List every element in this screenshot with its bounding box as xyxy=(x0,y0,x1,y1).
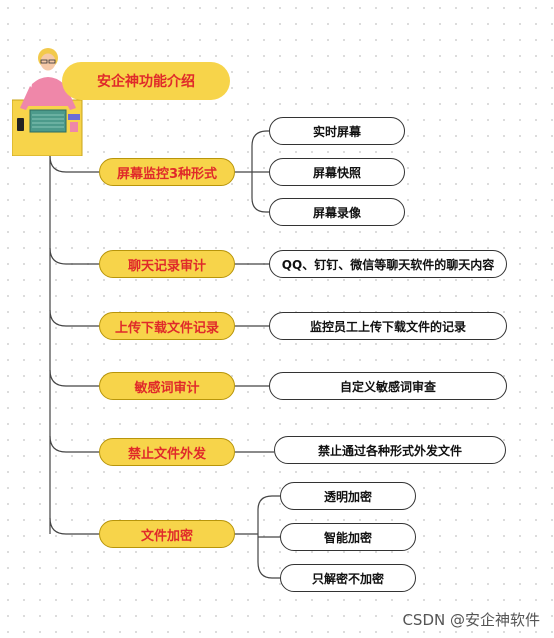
branch-line-4 xyxy=(49,435,99,453)
category-block-file-outgoing: 禁止文件外发 xyxy=(99,438,235,466)
leaf-custom-sensitive-words: 自定义敏感词审查 xyxy=(269,372,507,400)
category-chat-audit: 聊天记录审计 xyxy=(99,250,235,278)
leaf-transparent-encryption: 透明加密 xyxy=(280,482,416,510)
watermark: CSDN @安企神软件 xyxy=(402,611,540,629)
diagram-title: 安企神功能介绍 xyxy=(62,62,230,100)
branch-line-5 xyxy=(49,517,99,535)
leaf-file-transfer-record: 监控员工上传下载文件的记录 xyxy=(269,312,507,340)
category-sensitive-word-audit: 敏感词审计 xyxy=(99,372,235,400)
leaf-realtime-screen: 实时屏幕 xyxy=(269,117,405,145)
branch-line-2 xyxy=(49,309,99,327)
branch-line-0 xyxy=(49,155,99,173)
leaf-chat-content: QQ、钉钉、微信等聊天软件的聊天内容 xyxy=(269,250,507,278)
person-at-laptop-icon xyxy=(12,48,83,156)
category-file-encryption: 文件加密 xyxy=(99,520,235,548)
leaf-decrypt-only: 只解密不加密 xyxy=(280,564,416,592)
leaf-smart-encryption: 智能加密 xyxy=(280,523,416,551)
leaf-block-outgoing-files: 禁止通过各种形式外发文件 xyxy=(274,436,506,464)
category-file-transfer-log: 上传下载文件记录 xyxy=(99,312,235,340)
branch-line-3 xyxy=(49,369,99,387)
leaf-screen-recording: 屏幕录像 xyxy=(269,198,405,226)
branch-line-1 xyxy=(49,247,99,265)
leaf-screen-snapshot: 屏幕快照 xyxy=(269,158,405,186)
category-screen-monitoring: 屏幕监控3种形式 xyxy=(99,158,235,186)
